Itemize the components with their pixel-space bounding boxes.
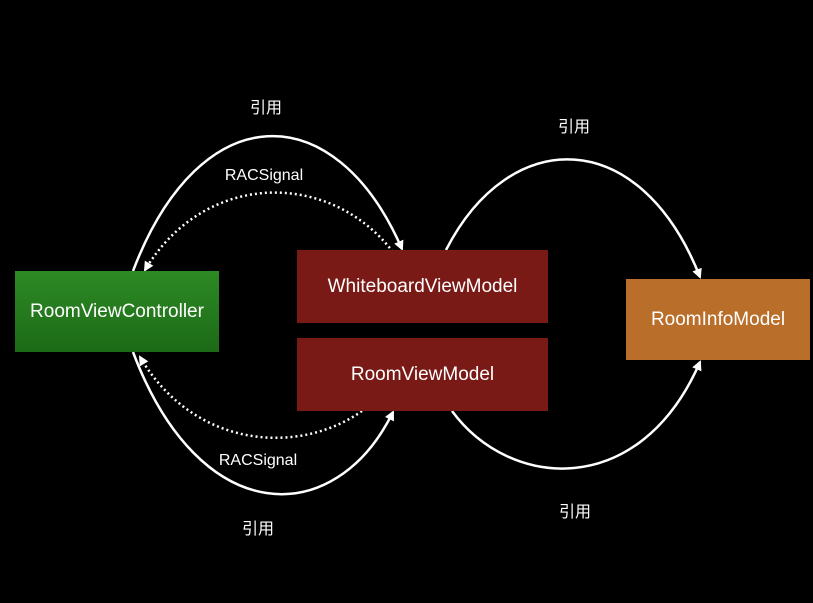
room-view-model-label: RoomViewModel bbox=[350, 363, 495, 385]
room-view-controller-label: RoomViewController bbox=[30, 300, 204, 322]
room-view-model-node: RoomViewModel bbox=[297, 338, 548, 411]
whiteboard-view-model-node: WhiteboardViewModel bbox=[297, 250, 548, 323]
edge-ref-controller-to-roomviewmodel bbox=[131, 351, 395, 496]
room-info-model-label: RoomInfoModel bbox=[650, 308, 786, 330]
edge-ref-controller-to-whiteboard bbox=[131, 134, 404, 272]
room-info-model-node: RoomInfoModel bbox=[626, 279, 810, 360]
edge-label-signal-bottom: RACSignal bbox=[218, 452, 298, 469]
edge-ref-roomviewmodel-to-roominfo bbox=[450, 360, 702, 470]
edge-signal-whiteboard-to-controller bbox=[143, 191, 394, 272]
edge-label-signal-top: RACSignal bbox=[224, 167, 304, 184]
edge-ref-whiteboard-to-roominfo bbox=[444, 158, 702, 279]
edge-label-ref-top-right: 引用 bbox=[557, 117, 591, 136]
edge-label-ref-bottom-left: 引用 bbox=[241, 519, 275, 538]
edge-label-ref-top-left: 引用 bbox=[249, 98, 283, 117]
edge-label-ref-bottom-right: 引用 bbox=[558, 502, 592, 521]
room-view-controller-node: RoomViewController bbox=[15, 271, 219, 352]
whiteboard-view-model-label: WhiteboardViewModel bbox=[327, 275, 518, 297]
